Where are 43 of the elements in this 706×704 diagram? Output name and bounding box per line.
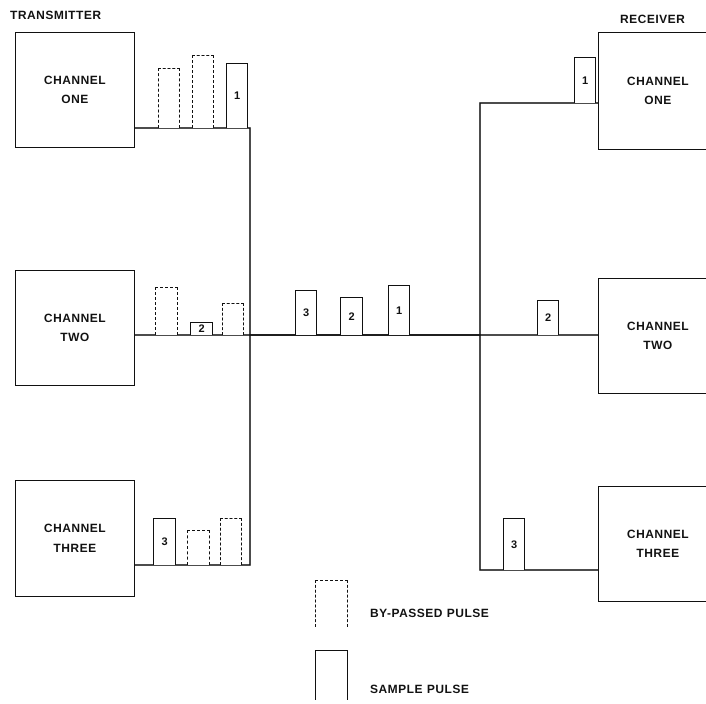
bypassed-pulse xyxy=(192,55,214,128)
signal-line xyxy=(135,102,598,336)
bypassed-pulse xyxy=(220,518,242,565)
pulse-number: 2 xyxy=(198,323,205,335)
pulse-number: 2 xyxy=(348,310,355,322)
bypassed-pulse xyxy=(222,303,244,335)
pulse-number: 1 xyxy=(234,90,240,102)
bypassed-pulse xyxy=(187,530,210,565)
pulse-number: 3 xyxy=(302,307,310,319)
pulse-number: 1 xyxy=(396,304,402,316)
sample-pulse xyxy=(190,322,213,335)
pulse-number: 3 xyxy=(161,536,168,548)
channel-label: CHANNEL ONE xyxy=(626,72,690,109)
channel-box xyxy=(598,278,706,394)
sample-pulse xyxy=(537,300,559,335)
signal-line xyxy=(135,334,598,336)
sample-pulse xyxy=(153,518,176,565)
channel-box xyxy=(598,486,706,602)
channel-box xyxy=(15,270,135,386)
legend-label: SAMPLE PULSE xyxy=(370,682,470,696)
sample-pulse xyxy=(388,285,410,335)
sample-pulse xyxy=(503,518,525,570)
sample-pulse xyxy=(295,290,317,335)
pulse-number: 3 xyxy=(510,538,518,550)
pulse-number: 2 xyxy=(544,312,552,324)
channel-label: CHANNEL THREE xyxy=(626,526,690,562)
section-heading: RECEIVER xyxy=(620,12,686,26)
channel-label: CHANNEL THREE xyxy=(42,520,108,556)
channel-label: CHANNEL TWO xyxy=(42,310,108,346)
channel-box xyxy=(15,32,135,148)
bypassed-pulse xyxy=(155,287,178,335)
sample-pulse xyxy=(574,57,596,103)
channel-label: CHANNEL ONE xyxy=(42,72,108,108)
sample-pulse xyxy=(226,63,248,128)
signal-line xyxy=(135,334,598,571)
legend-label: BY-PASSED PULSE xyxy=(370,606,490,620)
channel-box xyxy=(15,480,135,597)
channel-label: CHANNEL TWO xyxy=(626,318,690,354)
sample-pulse xyxy=(340,297,363,335)
pulse-number: 1 xyxy=(582,74,588,86)
bypassed-pulse xyxy=(158,68,180,128)
channel-box xyxy=(598,32,706,150)
section-heading: TRANSMITTER xyxy=(10,8,102,22)
